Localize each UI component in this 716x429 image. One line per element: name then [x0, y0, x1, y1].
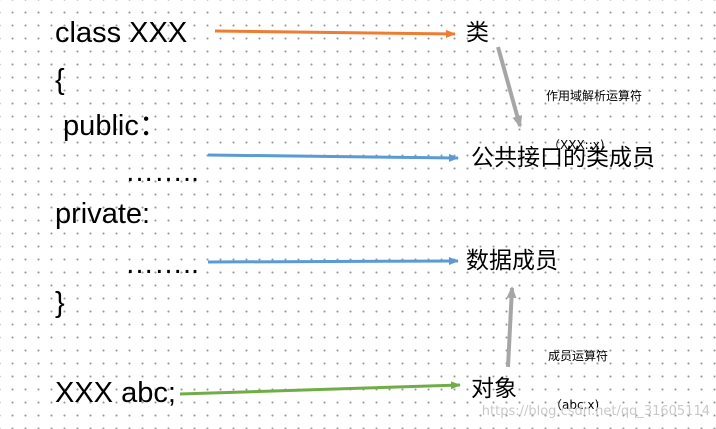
- arrow-object-to-label: [179, 381, 461, 396]
- code-class-line: class XXX: [55, 17, 188, 49]
- code-private-dots: ……..: [125, 248, 200, 280]
- note-scope-operator-example: （XXX::x): [548, 137, 605, 152]
- arrow-public-to-label: [207, 153, 459, 162]
- arrow-private-to-label: [207, 257, 459, 266]
- note-member-operator-example: （abc.x): [550, 397, 600, 412]
- code-open-brace: {: [55, 64, 65, 96]
- arrow-member-operator: [506, 286, 517, 368]
- code-private-line: private:: [55, 198, 151, 230]
- watermark-url: https://blog.csdn.net/qq_31605114: [481, 404, 710, 419]
- label-class: 类: [466, 20, 489, 46]
- code-object-line: XXX abc;: [55, 377, 176, 409]
- note-member-operator-name: 成员运算符: [548, 349, 609, 364]
- code-public-dots: ……..: [125, 156, 200, 188]
- arrow-scope-operator: [496, 46, 523, 128]
- note-member-operator: 成员运算符 （abc.x): [548, 316, 608, 429]
- note-scope-operator: 作用域解析运算符 （XXX::x): [546, 56, 642, 169]
- label-data-members: 数据成员: [466, 248, 558, 274]
- arrow-class-to-label: [214, 29, 456, 38]
- code-public-line: public：: [55, 110, 168, 142]
- label-object: 对象: [471, 376, 517, 402]
- label-public-members: 公共接口的类成员: [471, 145, 655, 171]
- code-close-brace: }: [55, 287, 65, 319]
- note-scope-operator-name: 作用域解析运算符: [546, 89, 643, 104]
